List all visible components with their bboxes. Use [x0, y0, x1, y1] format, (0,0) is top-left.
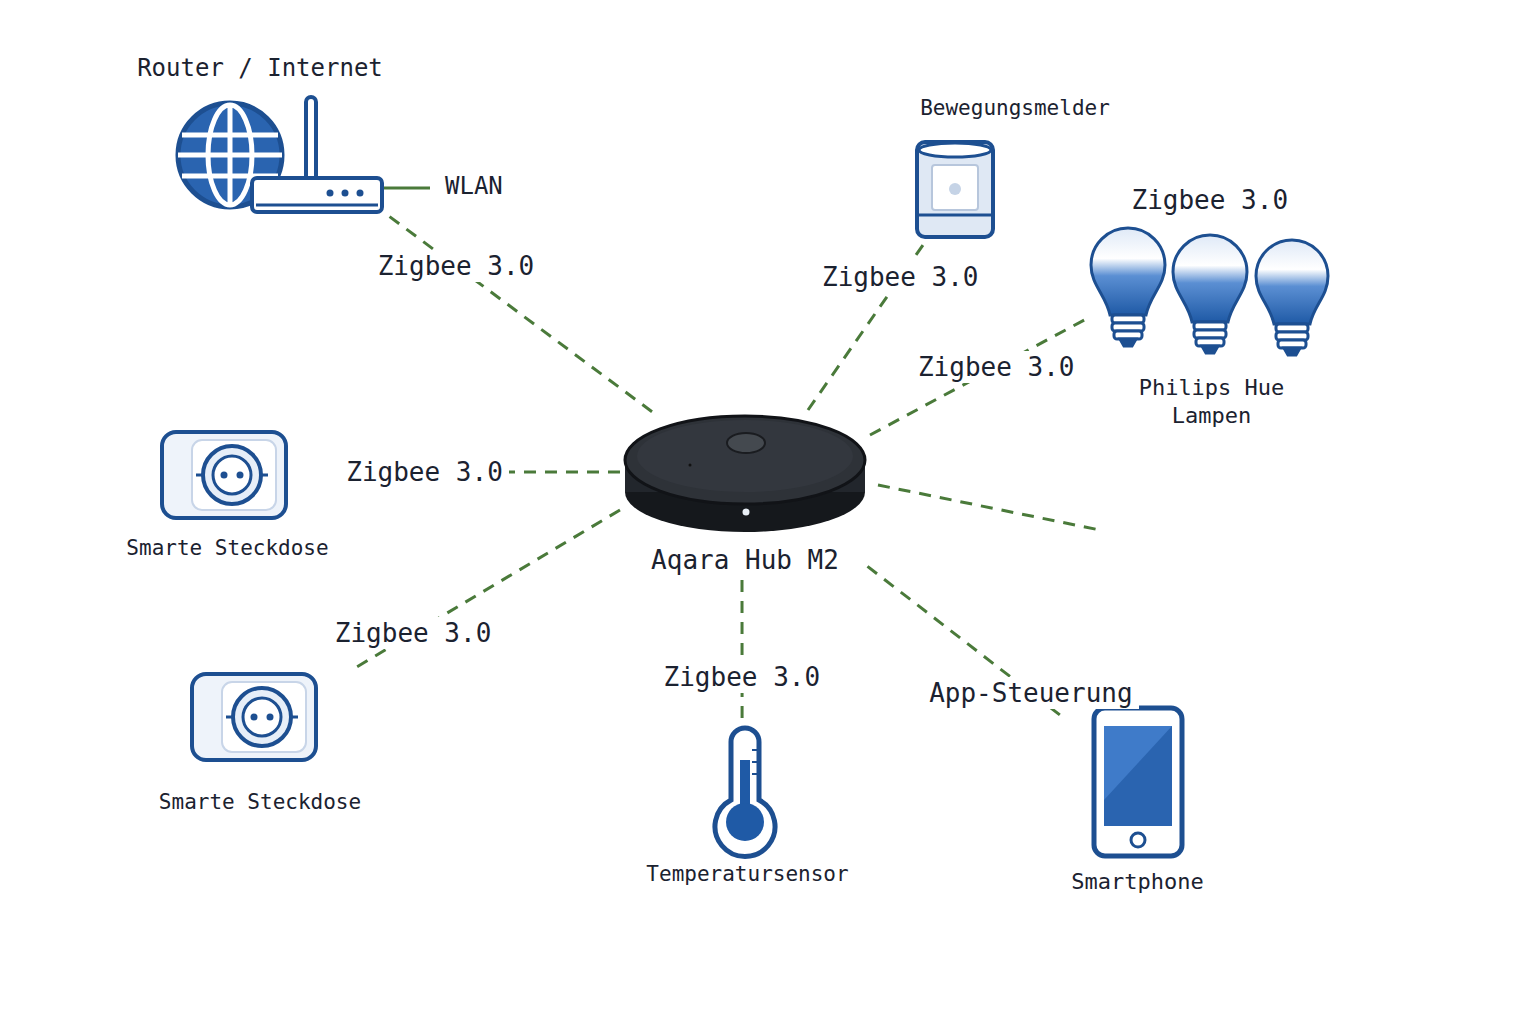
device-label: Smarte Steckdose	[110, 534, 345, 562]
smart-plug-icon	[192, 674, 316, 760]
wlan-line	[384, 187, 430, 190]
connection-label: Zigbee 3.0	[340, 456, 509, 488]
connection-label: Zigbee 3.0	[658, 661, 827, 693]
lamp-node: Philips Hue Lampen	[1088, 222, 1335, 432]
connection-label: Zigbee 3.0	[912, 351, 1081, 383]
bulb-icons	[1091, 228, 1328, 355]
device-label: Smartphone	[1060, 868, 1215, 896]
motion-sensor-icon	[917, 142, 993, 237]
device-label: Aqara Hub M2	[620, 544, 870, 576]
router-node: Router / Internet	[130, 50, 390, 215]
device-label: Philips Hue Lampen	[1122, 374, 1302, 430]
smart-plug-icon	[162, 432, 286, 518]
thermometer-icon	[715, 728, 775, 857]
device-label: Router / Internet	[130, 53, 390, 83]
connection-label: Zigbee 3.0	[329, 617, 498, 649]
smartphone-icon	[1094, 708, 1182, 856]
zigbee-connection	[387, 215, 652, 412]
sensor-node: Temperatursensor	[630, 720, 865, 890]
sensor-node: Bewegungsmelder	[900, 92, 1130, 242]
connection-label: Zigbee 3.0	[816, 261, 985, 293]
protocol-label: Zigbee 3.0	[1132, 184, 1289, 216]
hub-device	[625, 416, 865, 532]
phone-node: Smartphone	[1060, 702, 1215, 900]
zigbee-connection	[741, 580, 744, 720]
connection-label: App-Steuerung	[923, 677, 1139, 709]
router-icon	[252, 97, 382, 212]
device-label: Bewegungsmelder	[900, 93, 1130, 123]
device-label: Smarte Steckdose	[145, 788, 375, 816]
plug-node: Smarte Steckdose	[145, 668, 375, 818]
connection-label: Zigbee 3.0	[372, 250, 541, 282]
device-label: Temperatursensor	[630, 860, 865, 888]
link-type-label: WLAN	[445, 171, 503, 201]
open-connection-line	[878, 485, 1100, 530]
plug-node: Smarte Steckdose	[110, 428, 345, 565]
zigbee-connection	[870, 318, 1088, 435]
hub-node: Aqara Hub M2	[620, 410, 870, 580]
